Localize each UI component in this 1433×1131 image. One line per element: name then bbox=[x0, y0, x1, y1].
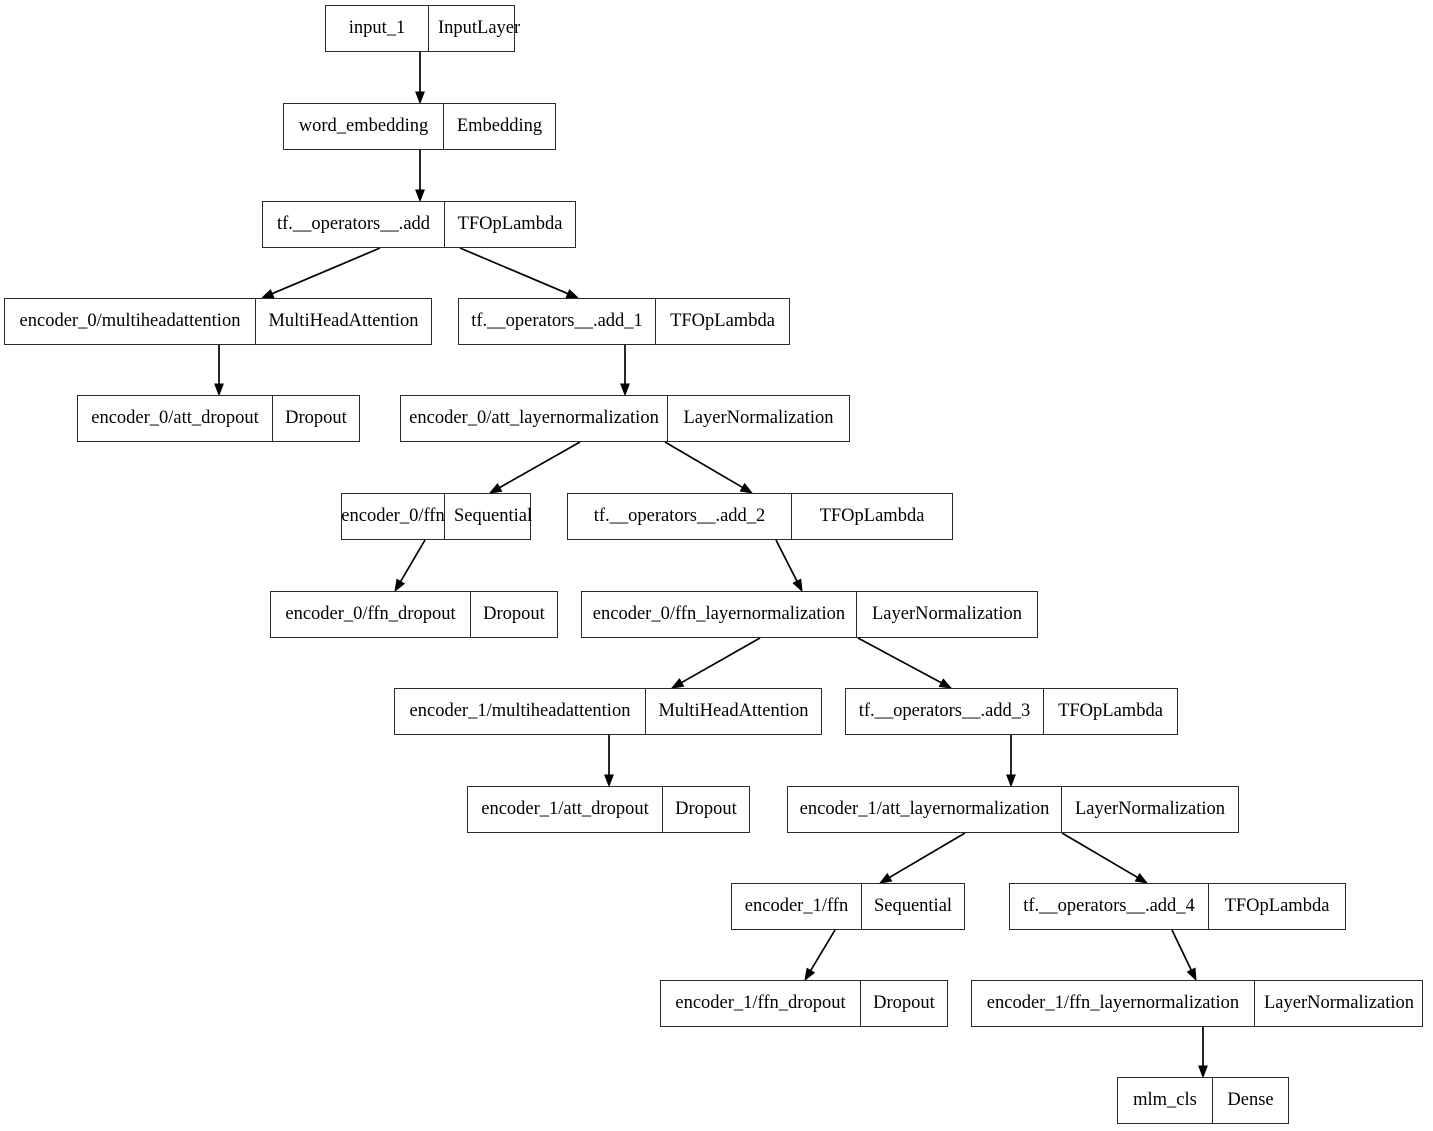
graph-node-add_3: tf.__operators__.add_3 TFOpLambda bbox=[845, 688, 1178, 735]
graph-node-add: tf.__operators__.add TFOpLambda bbox=[262, 201, 576, 248]
graph-node-input_1: input_1 InputLayer bbox=[325, 5, 520, 52]
node-layer-class: Sequential bbox=[454, 506, 533, 527]
node-layer-class: Sequential bbox=[873, 896, 953, 917]
node-layer-name: tf.__operators__.add_4 bbox=[1010, 884, 1209, 929]
node-layer-class: Dropout bbox=[483, 604, 545, 625]
graph-node-enc0_att_ln: encoder_0/att_layernormalization LayerNor… bbox=[400, 395, 850, 442]
node-layer-name: mlm_cls bbox=[1118, 1078, 1213, 1123]
graph-node-mlm_cls: mlm_cls Dense bbox=[1117, 1077, 1289, 1124]
node-layer-class: InputLayer bbox=[438, 18, 521, 39]
node-layer-class: LayerNormalization bbox=[1075, 799, 1225, 820]
graph-edge-add-to-add_1 bbox=[459, 247, 580, 299]
graph-node-enc0_ffn: encoder_0/ffn Sequential bbox=[341, 493, 532, 540]
node-layer-name: encoder_1/ffn_dropout bbox=[661, 981, 861, 1026]
node-layer-name: encoder_0/ffn_dropout bbox=[271, 592, 471, 637]
node-layer-name: encoder_1/att_dropout bbox=[468, 787, 663, 832]
node-layer-name: tf.__operators__.add bbox=[263, 202, 445, 247]
node-layer-class: MultiHeadAttention bbox=[658, 701, 809, 722]
node-layer-class: Embedding bbox=[456, 116, 543, 137]
graph-node-add_2: tf.__operators__.add_2 TFOpLambda bbox=[567, 493, 953, 540]
graph-node-enc1_ffn_ln: encoder_1/ffn_layernormalization LayerNor… bbox=[971, 980, 1423, 1027]
graph-edge-enc0_att_ln-to-add_2 bbox=[664, 441, 754, 494]
graph-node-enc1_mha: encoder_1/multiheadattention MultiHeadAtt… bbox=[394, 688, 822, 735]
node-layer-name: encoder_0/att_dropout bbox=[78, 396, 273, 441]
node-layer-class: TFOpLambda bbox=[1224, 896, 1330, 917]
node-layer-class: MultiHeadAttention bbox=[268, 311, 419, 332]
node-layer-class: LayerNormalization bbox=[683, 408, 834, 429]
graph-edge-add_4-to-enc1_ffn_ln bbox=[1171, 929, 1197, 982]
graph-node-add_1: tf.__operators__.add_1 TFOpLambda bbox=[458, 298, 790, 345]
node-layer-class: LayerNormalization bbox=[1264, 993, 1414, 1014]
node-layer-name: encoder_1/multiheadattention bbox=[395, 689, 646, 734]
graph-edge-enc1_ffn-to-enc1_ffn_dropout bbox=[804, 929, 836, 982]
graph-edge-enc0_mha-to-enc0_att_dropout bbox=[214, 345, 224, 397]
graph-node-enc0_att_dropout: encoder_0/att_dropout Dropout bbox=[77, 395, 360, 442]
node-layer-class: TFOpLambda bbox=[819, 506, 925, 527]
graph-node-add_4: tf.__operators__.add_4 TFOpLambda bbox=[1009, 883, 1346, 930]
node-layer-class: Dropout bbox=[873, 993, 935, 1014]
node-layer-name: encoder_0/multiheadattention bbox=[5, 299, 256, 344]
node-layer-name: input_1 bbox=[326, 6, 429, 51]
graph-node-enc0_mha: encoder_0/multiheadattention MultiHeadAtt… bbox=[4, 298, 432, 345]
node-layer-name: word_embedding bbox=[284, 104, 444, 149]
graph-edge-add_1-to-enc0_att_ln bbox=[620, 345, 630, 397]
graph-edge-enc0_ffn_ln-to-add_3 bbox=[857, 637, 953, 689]
node-layer-class: TFOpLambda bbox=[670, 311, 775, 332]
graph-edge-enc1_att_ln-to-enc1_ffn bbox=[878, 832, 966, 884]
graph-edge-add_2-to-enc0_ffn_ln bbox=[775, 539, 803, 593]
graph-node-enc1_att_dropout: encoder_1/att_dropout Dropout bbox=[467, 786, 750, 833]
graph-edge-add_3-to-enc1_att_ln bbox=[1006, 735, 1016, 788]
graph-edge-enc0_ffn_ln-to-enc1_mha bbox=[670, 637, 761, 689]
node-layer-class: TFOpLambda bbox=[457, 214, 563, 235]
node-layer-class: Dropout bbox=[675, 799, 737, 820]
graph-node-enc1_ffn_dropout: encoder_1/ffn_dropout Dropout bbox=[660, 980, 948, 1027]
graph-edge-enc1_att_ln-to-add_4 bbox=[1061, 832, 1149, 884]
graph-edge-input_1-to-word_embedding bbox=[415, 52, 425, 105]
graph-node-enc1_att_ln: encoder_1/att_layernormalization LayerNor… bbox=[787, 786, 1239, 833]
node-layer-class: Dropout bbox=[285, 408, 347, 429]
node-layer-name: tf.__operators__.add_3 bbox=[846, 689, 1044, 734]
graph-node-enc0_ffn_dropout: encoder_0/ffn_dropout Dropout bbox=[270, 591, 558, 638]
node-layer-name: encoder_0/ffn_layernormalization bbox=[582, 592, 857, 637]
node-layer-name: encoder_1/ffn_layernormalization bbox=[972, 981, 1255, 1026]
graph-edge-word_embedding-to-add bbox=[415, 150, 425, 203]
graph-node-enc1_ffn: encoder_1/ffn Sequential bbox=[731, 883, 965, 930]
graph-edge-enc1_ffn_ln-to-mlm_cls bbox=[1198, 1027, 1208, 1079]
node-layer-class: Dense bbox=[1227, 1090, 1274, 1111]
node-layer-class: TFOpLambda bbox=[1058, 701, 1163, 722]
node-layer-name: encoder_0/att_layernormalization bbox=[401, 396, 668, 441]
graph-edge-enc1_mha-to-enc1_att_dropout bbox=[604, 735, 614, 788]
node-layer-class: LayerNormalization bbox=[872, 604, 1022, 625]
node-layer-name: encoder_0/ffn bbox=[341, 494, 445, 539]
graph-node-word_embedding: word_embedding Embedding bbox=[283, 103, 556, 150]
node-layer-name: encoder_1/ffn bbox=[732, 884, 862, 929]
node-layer-name: tf.__operators__.add_2 bbox=[568, 494, 792, 539]
node-layer-name: encoder_1/att_layernormalization bbox=[788, 787, 1062, 832]
graph-edge-enc0_att_ln-to-enc0_ffn bbox=[488, 441, 581, 494]
node-layer-name: tf.__operators__.add_1 bbox=[459, 299, 656, 344]
graph-edge-add-to-enc0_mha bbox=[260, 247, 381, 299]
graph-edge-enc0_ffn-to-enc0_ffn_dropout bbox=[394, 539, 426, 593]
graph-node-enc0_ffn_ln: encoder_0/ffn_layernormalization LayerNor… bbox=[581, 591, 1038, 638]
